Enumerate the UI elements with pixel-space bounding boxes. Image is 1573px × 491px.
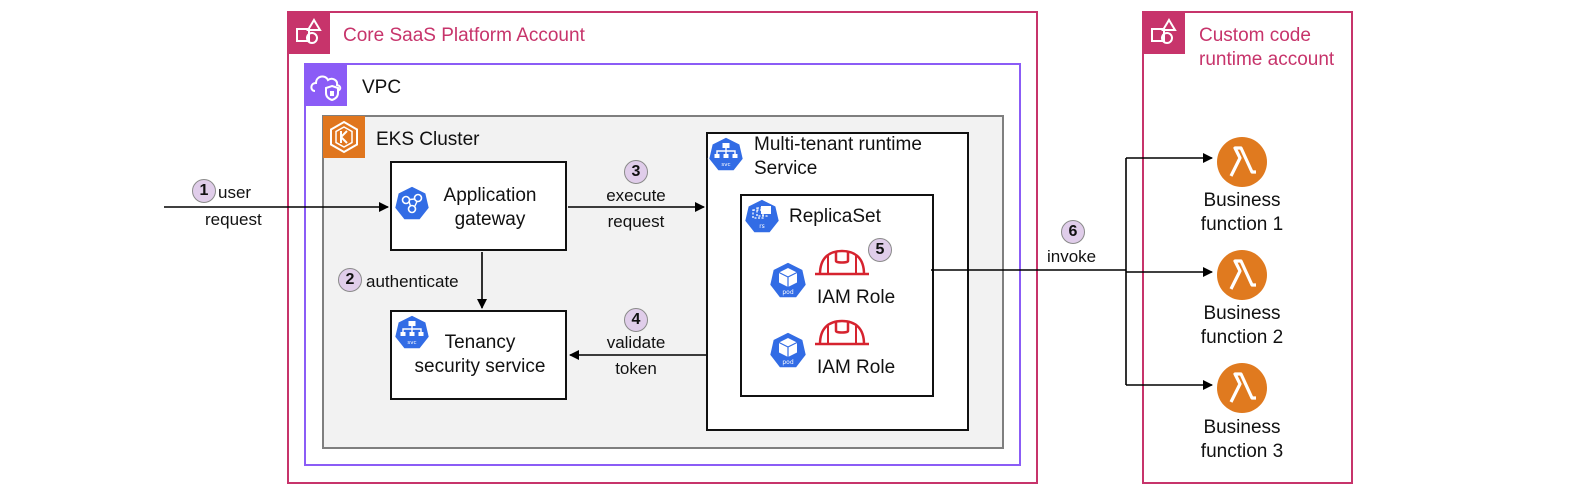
business-function-2-label: Business function 2 — [1192, 302, 1292, 350]
step-5-badge: 5 — [868, 238, 892, 262]
business-function-3-label: Business function 3 — [1192, 416, 1292, 464]
application-gateway-line1: Application — [443, 185, 537, 206]
step-6-badge: 6 — [1061, 220, 1085, 244]
step-3-line2: request — [607, 212, 665, 231]
account-group-icon — [1143, 12, 1185, 54]
tenancy-security-service-label: Tenancy security service — [400, 331, 560, 379]
vpc-title: VPC — [362, 77, 402, 98]
replicaset-title: ReplicaSet — [789, 206, 881, 227]
step-6-label: invoke — [1047, 247, 1097, 266]
step-4-line1: validate — [606, 333, 666, 352]
step-3-badge: 3 — [624, 160, 648, 184]
tenancy-line2: security service — [414, 356, 546, 377]
lambda-icon — [1216, 249, 1268, 301]
runtime-service-line1: Multi-tenant runtime — [754, 134, 922, 155]
function-1-line1: Business — [1203, 190, 1281, 211]
k8s-rs-icon: rs — [743, 197, 781, 235]
runtime-service-line2: Service — [754, 158, 818, 179]
custom-account-title-line2: runtime account — [1199, 49, 1335, 70]
function-1-line2: function 1 — [1200, 214, 1284, 235]
iam-role-label: IAM Role — [817, 357, 896, 378]
application-gateway-node[interactable] — [390, 161, 567, 251]
function-3-line1: Business — [1203, 417, 1281, 438]
iam-role-icon — [811, 317, 873, 347]
eks-icon — [323, 116, 365, 158]
runtime-service-label: Multi-tenant runtime Service — [754, 133, 922, 181]
svg-text:rs: rs — [759, 223, 765, 230]
svg-text:pod: pod — [782, 289, 793, 296]
vpc-group — [304, 63, 1021, 466]
k8s-pod-icon: pod — [768, 260, 808, 300]
step-1-line2: request — [205, 210, 262, 229]
k8s-ingress-icon — [393, 184, 431, 222]
iam-role-icon — [811, 247, 873, 277]
step-1-line1: user — [218, 183, 252, 202]
core-account-title: Core SaaS Platform Account — [343, 25, 585, 46]
k8s-svc-icon: svc — [393, 313, 431, 351]
business-function-1-label: Business function 1 — [1192, 189, 1292, 237]
lambda-icon — [1216, 136, 1268, 188]
step-4-label: validate token — [596, 332, 676, 380]
iam-role-label: IAM Role — [817, 287, 896, 308]
application-gateway-line2: gateway — [454, 209, 526, 230]
vpc-cloud-icon — [305, 64, 347, 106]
function-2-line1: Business — [1203, 303, 1281, 324]
custom-account-title: Custom code runtime account — [1199, 24, 1334, 72]
k8s-pod-icon: pod — [768, 330, 808, 370]
tenancy-line1: Tenancy — [444, 332, 516, 353]
function-3-line2: function 3 — [1200, 441, 1284, 462]
step-1-badge: 1 — [192, 179, 216, 203]
core-saas-account-group — [287, 11, 1038, 484]
svg-text:svc: svc — [721, 162, 730, 168]
custom-runtime-account-group — [1142, 11, 1353, 484]
step-3-label: execute request — [596, 185, 676, 233]
svg-text:svc: svc — [407, 340, 416, 346]
eks-title: EKS Cluster — [376, 129, 480, 150]
svg-text:pod: pod — [782, 359, 793, 366]
step-4-line2: token — [615, 359, 657, 378]
step-2-badge: 2 — [338, 268, 362, 292]
step-2-label: authenticate — [366, 272, 459, 291]
step-4-badge: 4 — [624, 308, 648, 332]
custom-account-title-line1: Custom code — [1199, 25, 1311, 46]
lambda-icon — [1216, 362, 1268, 414]
step-3-line1: execute — [606, 186, 666, 205]
account-group-icon — [288, 12, 330, 54]
k8s-svc-icon: svc — [707, 135, 745, 173]
application-gateway-label: Application gateway — [430, 184, 550, 232]
function-2-line2: function 2 — [1200, 327, 1284, 348]
